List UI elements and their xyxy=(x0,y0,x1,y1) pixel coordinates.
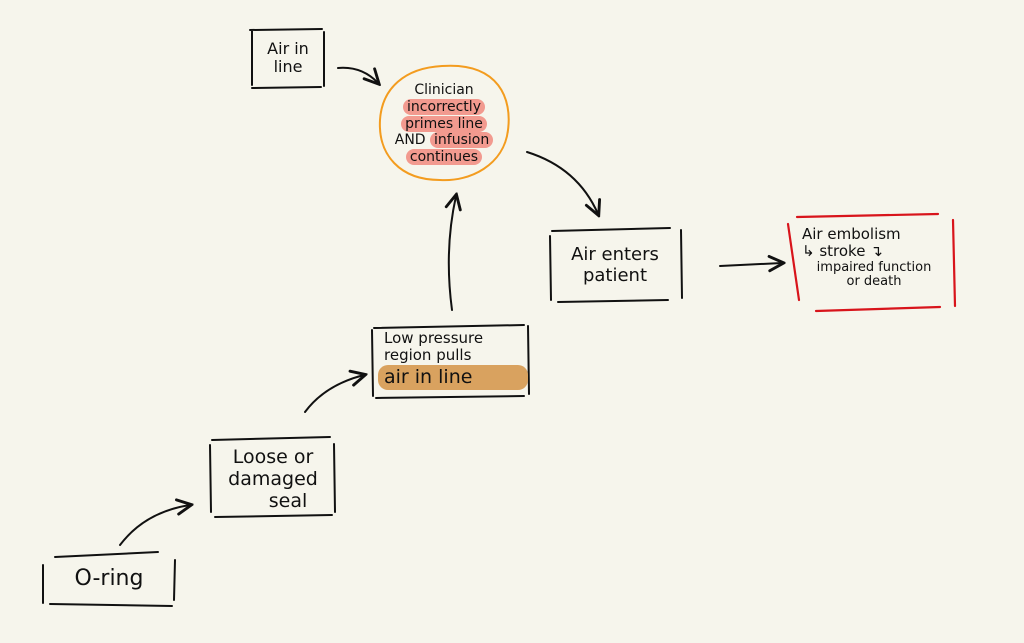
label-text: AND xyxy=(394,132,426,149)
label-line: Air enters xyxy=(571,244,659,265)
label-line: Loose or xyxy=(232,446,314,468)
highlighted-text: infusion xyxy=(430,132,494,149)
label-line: patient xyxy=(582,264,648,286)
highlighted-text: incorrectly xyxy=(403,98,485,115)
node-air-in-line: Air in line xyxy=(252,39,324,77)
label-line: ↳ stroke ↴ xyxy=(802,242,883,261)
box-o-ring xyxy=(42,551,176,607)
highlighted-text: continues xyxy=(405,149,483,166)
box-embolism xyxy=(786,212,957,313)
arrow-loose-to-low-pressure xyxy=(304,375,364,413)
arrow-o-ring-to-loose xyxy=(119,505,190,546)
arrow-air-enters-to-embolism xyxy=(719,263,782,266)
label-line: Low pressure xyxy=(384,329,484,347)
label-line: Air embolism xyxy=(802,225,901,243)
node-clinician: Clinician incorrectly primes line AND in… xyxy=(382,82,506,166)
box-air-enters xyxy=(549,227,683,303)
label-line: or death xyxy=(846,274,902,290)
label-line: impaired function xyxy=(816,259,932,275)
highlighted-text: air in line xyxy=(378,365,528,390)
arrow-air-to-clinician xyxy=(337,66,378,83)
arrow-low-pressure-to-clinician xyxy=(449,196,456,311)
label-line: seal xyxy=(268,489,308,512)
label-line: damaged xyxy=(228,467,318,490)
label-line: Clinician xyxy=(414,82,474,98)
box-air-in-line xyxy=(249,28,325,89)
node-loose-seal: Loose or damaged seal xyxy=(214,446,332,513)
circle-clinician xyxy=(378,64,510,182)
label-line: line xyxy=(273,57,303,77)
label-line: O-ring xyxy=(74,566,144,591)
label-line: Air in xyxy=(267,39,309,58)
node-air-enters: Air enters patient xyxy=(555,244,675,286)
node-embolism: Air embolism ↳ stroke ↴ impaired functio… xyxy=(796,225,952,290)
highlighted-text: primes line xyxy=(401,115,487,132)
node-o-ring: O-ring xyxy=(45,566,173,591)
label-line: region pulls xyxy=(384,345,472,364)
box-low-pressure xyxy=(371,324,530,399)
arrow-clinician-to-air-enters xyxy=(526,151,598,214)
box-loose-seal xyxy=(209,436,336,518)
node-low-pressure: Low pressure region pulls air in line xyxy=(378,330,528,390)
